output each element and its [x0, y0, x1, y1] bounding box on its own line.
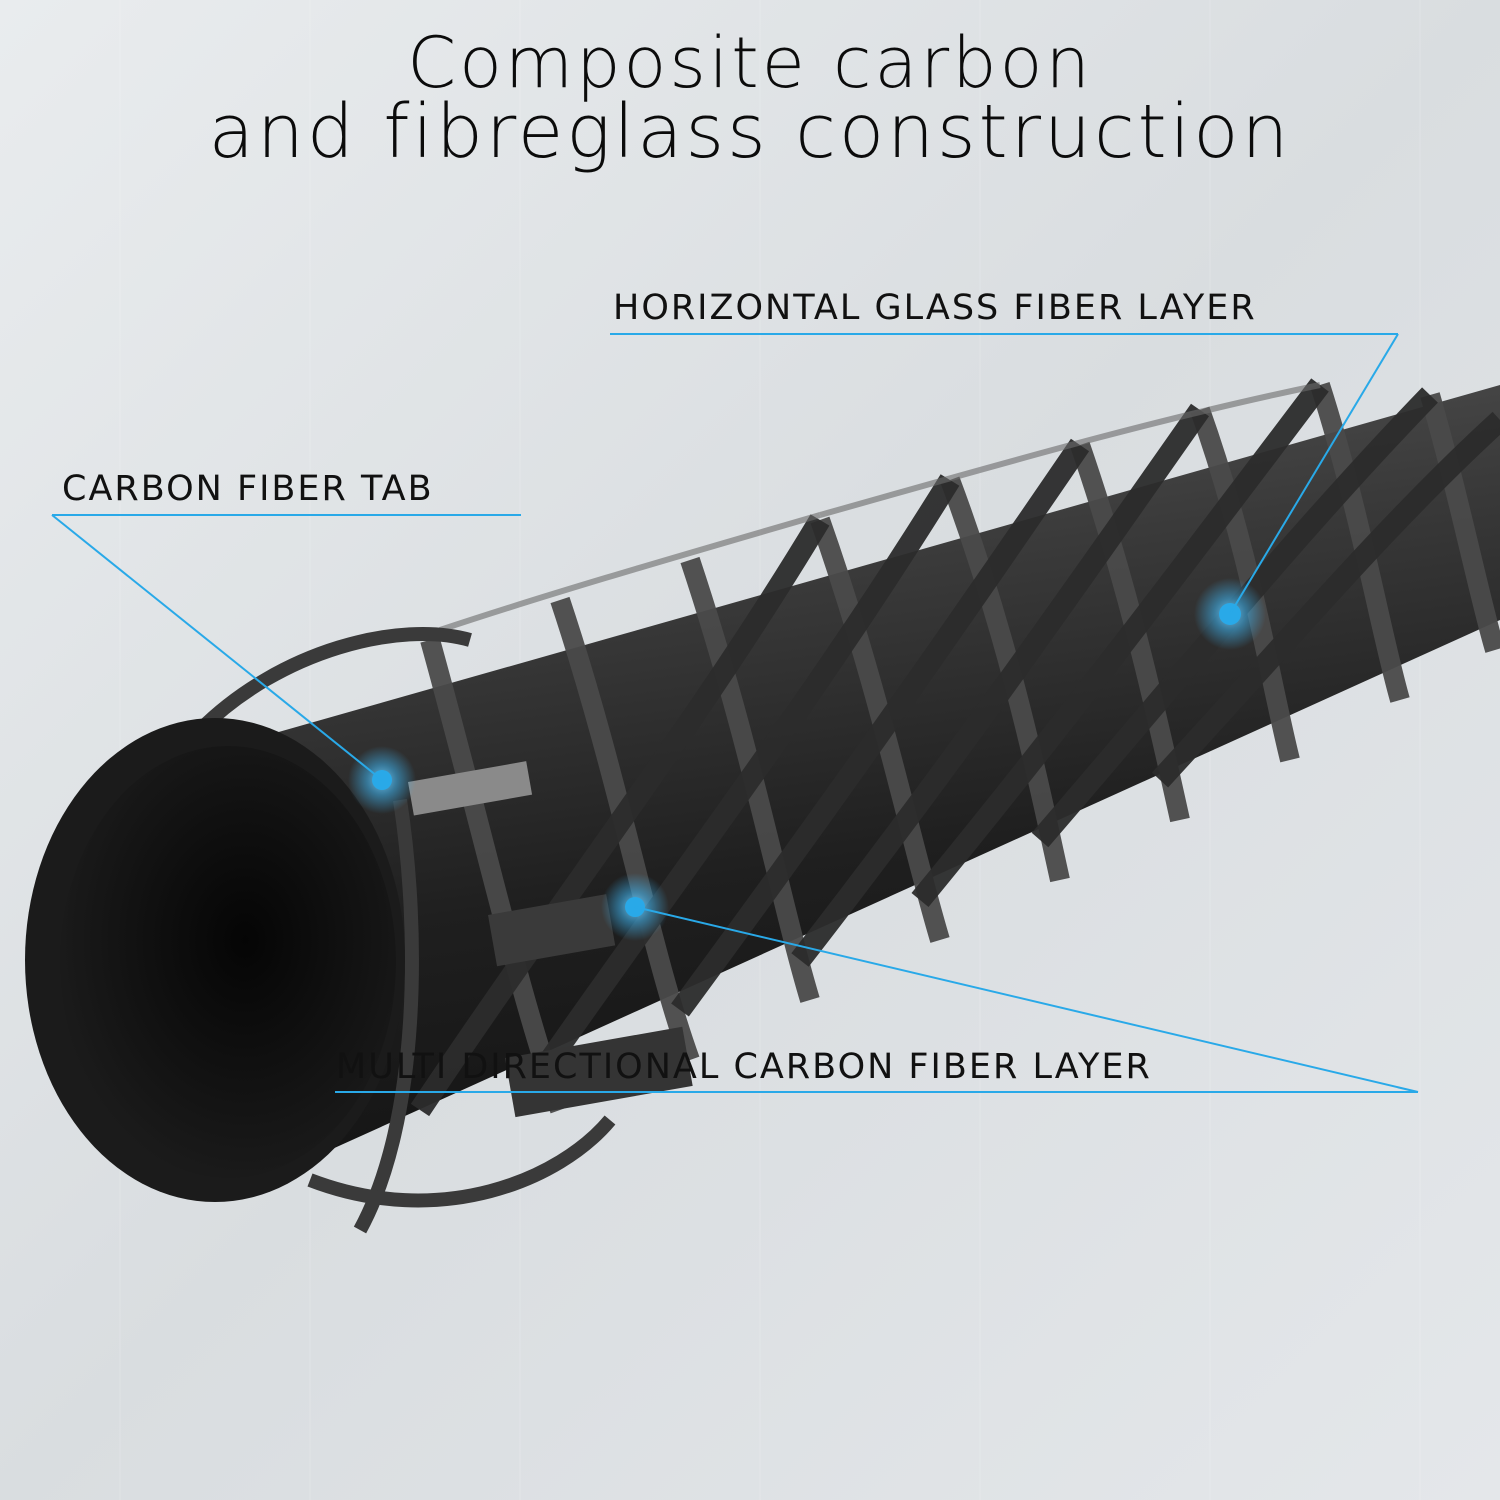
callout-carbon-fiber-tab: CARBON FIBER TAB: [62, 469, 434, 509]
heading-line-2: and fibreglass construction: [208, 89, 1292, 175]
callout-horizontal-glass-fiber-layer: HORIZONTAL GLASS FIBER LAYER: [613, 288, 1257, 328]
heading-line-1: Composite carbon: [407, 22, 1093, 104]
callout-multi-directional-carbon-fiber-layer: MULTI DIRECTIONAL CARBON FIBER LAYER: [336, 1047, 1152, 1087]
